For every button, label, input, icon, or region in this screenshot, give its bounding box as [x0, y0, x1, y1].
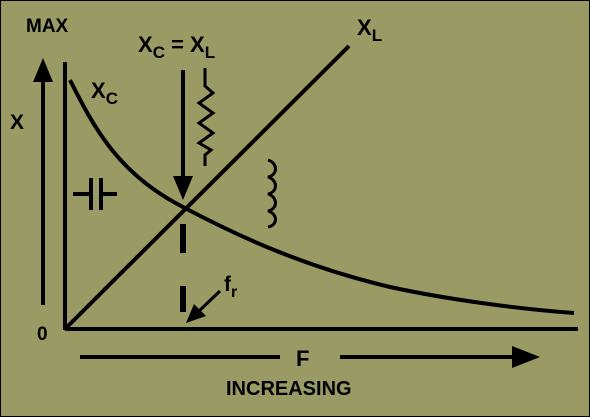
- origin-label: 0: [37, 324, 48, 345]
- equality-label: XC = XL: [138, 32, 215, 62]
- xl-line: [63, 44, 351, 331]
- y-max-label: MAX: [26, 16, 69, 37]
- intersection-arrowhead: [173, 176, 193, 200]
- xc-curve: [68, 79, 575, 315]
- y-axis-arrowhead: [33, 58, 53, 82]
- x-axis-caption: INCREASING: [226, 378, 352, 400]
- xl-line-label: XL: [357, 15, 382, 45]
- inductor-icon: [267, 158, 277, 229]
- capacitor-icon: [73, 178, 117, 210]
- xc-curve-label: XC: [91, 78, 118, 108]
- x-axis-label: F: [296, 346, 309, 371]
- resonance-pointer-arrowhead: [186, 304, 206, 323]
- resonance-pointer-arrow: [197, 289, 222, 313]
- resonance-label: fr: [224, 273, 237, 301]
- frequency-arrowhead: [512, 346, 540, 368]
- resistor-icon: [196, 68, 216, 166]
- y-axis-label: X: [10, 111, 24, 134]
